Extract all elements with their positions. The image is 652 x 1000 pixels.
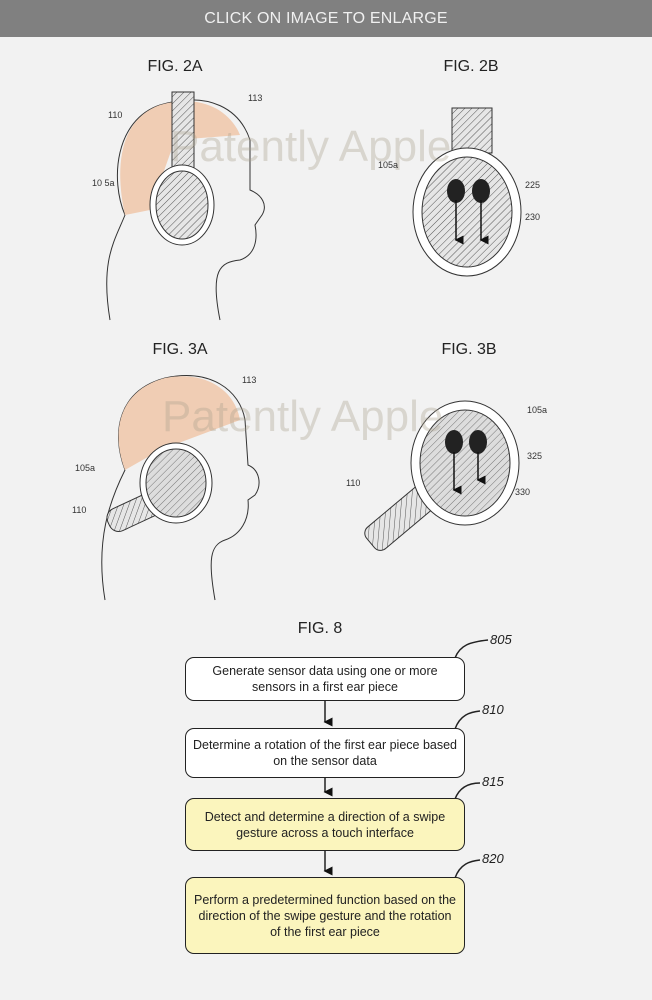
step-number: 815	[482, 774, 504, 789]
ref-label: 110	[346, 478, 361, 488]
ref-label: 110	[72, 505, 87, 515]
ref-label: 10 5a	[92, 178, 115, 188]
ref-label: 105a	[527, 405, 548, 415]
ref-label: 113	[248, 93, 263, 103]
ref-label: 225	[525, 180, 541, 190]
ref-label: 110	[108, 110, 123, 120]
flowchart-step-810: Determine a rotation of the first ear pi…	[185, 728, 465, 778]
enlarge-image-banner[interactable]: CLICK ON IMAGE TO ENLARGE	[0, 0, 652, 37]
fig2a-title: FIG. 2A	[147, 58, 203, 75]
ref-label: 230	[525, 212, 541, 222]
fig8-title: FIG. 8	[297, 620, 343, 637]
step-number: 820	[482, 851, 504, 866]
flowchart-step-815: Detect and determine a direction of a sw…	[185, 798, 465, 851]
fig3a-drawing	[101, 375, 260, 601]
patent-drawings[interactable]	[0, 0, 652, 620]
fig2b-drawing	[412, 107, 522, 277]
ref-label: 330	[515, 487, 531, 497]
ref-label: 105a	[75, 463, 96, 473]
fig2b-title: FIG. 2B	[443, 58, 499, 75]
step-number: 805	[490, 632, 512, 647]
watermark: Patently Apple	[162, 392, 444, 441]
flowchart-step-820: Perform a predetermined function based o…	[185, 877, 465, 954]
fig3b-title: FIG. 3B	[441, 341, 497, 358]
fig2a-drawing	[106, 91, 265, 321]
fig3b-drawing	[364, 400, 520, 551]
step-number: 810	[482, 702, 504, 717]
ref-label: 105a	[378, 160, 399, 170]
fig3a-title: FIG. 3A	[152, 341, 208, 358]
watermark: Patently Apple	[170, 122, 452, 171]
ref-label: 113	[242, 375, 257, 385]
flowchart-step-805: Generate sensor data using one or more s…	[185, 657, 465, 701]
ref-label: 325	[527, 451, 543, 461]
